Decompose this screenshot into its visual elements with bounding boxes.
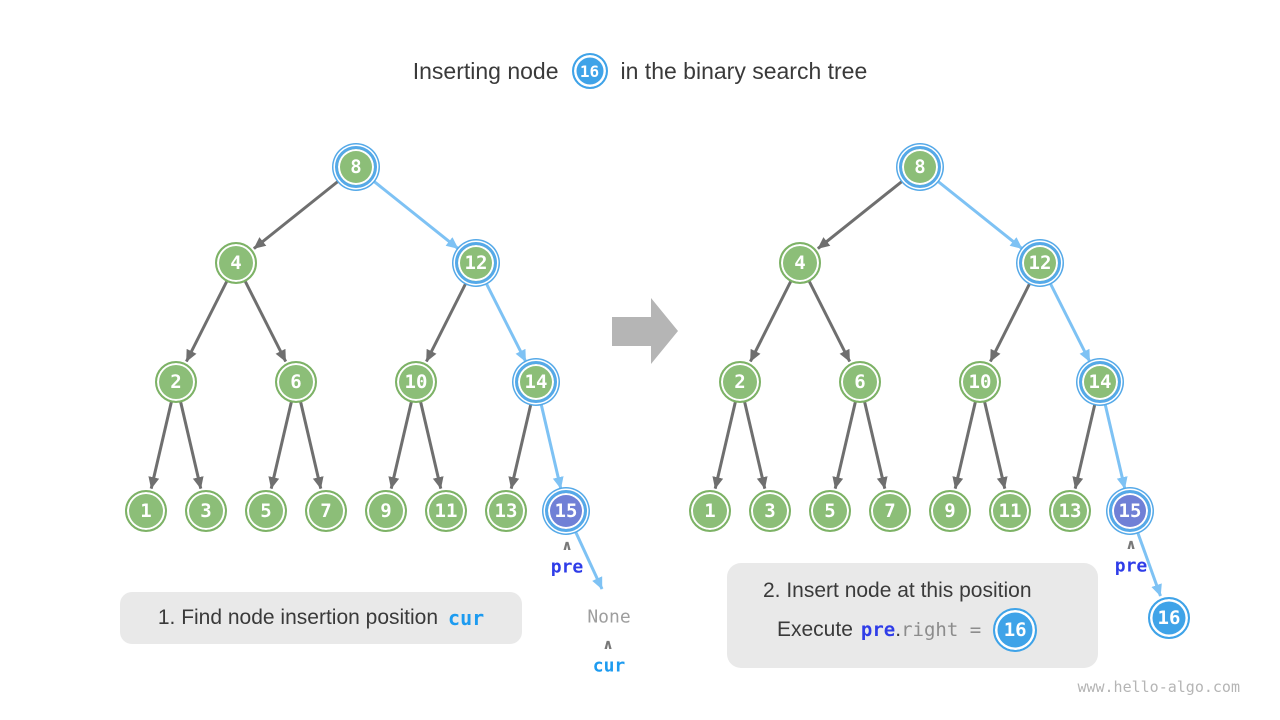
node-value: 16 — [1157, 607, 1181, 629]
caption-1-keyword-cur: cur — [448, 606, 485, 630]
right-node-12: 12 — [1019, 242, 1061, 284]
title-suffix: in the binary search tree — [620, 57, 868, 84]
left-node-7: 7 — [305, 490, 347, 532]
node-value: 6 — [290, 371, 302, 393]
node-value: 8 — [350, 156, 362, 178]
caption-step-1: 1. Find node insertion position cur — [120, 592, 522, 644]
right-node-10: 10 — [959, 361, 1001, 403]
left-node-10: 10 — [395, 361, 437, 403]
left-node-13: 13 — [485, 490, 527, 532]
pre-label-left: pre — [550, 556, 584, 578]
none-label: None — [587, 606, 631, 628]
node-value: 13 — [494, 500, 518, 522]
left-node-15-pre: 15 — [545, 490, 587, 532]
caption-2-dot: . — [895, 618, 902, 641]
node-value: 14 — [1088, 371, 1112, 393]
node-value: 7 — [884, 500, 896, 522]
right-node-2: 2 — [719, 361, 761, 403]
pre-label-right: pre — [1114, 555, 1148, 577]
left-node-6: 6 — [275, 361, 317, 403]
left-node-3: 3 — [185, 490, 227, 532]
caption-2-line2: Execute pre . right = 16 — [777, 608, 1098, 652]
title-node-16: 16 — [571, 53, 608, 89]
page-title: Inserting node 16 in the binary search t… — [0, 49, 1280, 93]
transition-arrow — [612, 298, 678, 364]
caption-2-keyword-pre: pre — [860, 619, 896, 641]
left-node-11: 11 — [425, 490, 467, 532]
caret-up-icon: ∧ — [602, 637, 614, 653]
left-node-2: 2 — [155, 361, 197, 403]
node-value: 15 — [1118, 500, 1142, 522]
edge-8-12-blue — [355, 165, 459, 250]
right-node-15-pre: 15 — [1109, 490, 1151, 532]
node-value: 12 — [464, 252, 488, 274]
node-value: 3 — [200, 500, 212, 522]
left-node-14: 14 — [515, 361, 557, 403]
node-value: 2 — [734, 371, 746, 393]
right-node-6: 6 — [839, 361, 881, 403]
node-value: 11 — [998, 500, 1022, 522]
node-value: 9 — [944, 500, 956, 522]
node-value: 12 — [1028, 252, 1052, 274]
cur-label: cur — [592, 655, 626, 677]
edge-8-12-blue-right — [919, 165, 1023, 250]
node-value: 10 — [968, 371, 992, 393]
node-value: 1 — [704, 500, 716, 522]
right-node-9: 9 — [929, 490, 971, 532]
node-value: 15 — [554, 500, 578, 522]
right-node-8: 8 — [899, 146, 941, 188]
caption-2-code: right = — [901, 619, 982, 641]
node-value: 9 — [380, 500, 392, 522]
right-node-14: 14 — [1079, 361, 1121, 403]
node-value: 10 — [404, 371, 428, 393]
node-value: 5 — [824, 500, 836, 522]
right-node-1: 1 — [689, 490, 731, 532]
node-value: 4 — [230, 252, 242, 274]
caption-2-line1: 2. Insert node at this position — [763, 579, 1032, 602]
edge-8-4-right — [816, 165, 921, 250]
node-value: 3 — [764, 500, 776, 522]
node-value: 5 — [260, 500, 272, 522]
gray-edges — [148, 165, 1102, 490]
caption-step-2: 2. Insert node at this position Execute … — [727, 563, 1098, 668]
caption-1-text: 1. Find node insertion position — [157, 606, 439, 629]
node-value: 16 — [1003, 619, 1027, 641]
title-node-16-value: 16 — [579, 61, 600, 81]
right-node-5: 5 — [809, 490, 851, 532]
right-node-13: 13 — [1049, 490, 1091, 532]
website-watermark: www.hello-algo.com — [1077, 678, 1240, 696]
right-node-4: 4 — [779, 242, 821, 284]
right-node-3: 3 — [749, 490, 791, 532]
node-value: 4 — [794, 252, 806, 274]
node-value: 1 — [140, 500, 152, 522]
right-node-16-inserted: 16 — [1148, 597, 1190, 639]
left-node-1: 1 — [125, 490, 167, 532]
left-node-12: 12 — [455, 242, 497, 284]
left-node-4: 4 — [215, 242, 257, 284]
caret-up-icon: ∧ — [561, 538, 573, 554]
edge-8-4 — [252, 165, 357, 250]
node-value: 7 — [320, 500, 332, 522]
node-value: 11 — [434, 500, 458, 522]
node-value: 13 — [1058, 500, 1082, 522]
left-node-9: 9 — [365, 490, 407, 532]
caption-2-execute: Execute — [777, 618, 853, 641]
caption-2-node-16: 16 — [993, 608, 1038, 652]
node-value: 2 — [170, 371, 182, 393]
right-node-7: 7 — [869, 490, 911, 532]
node-value: 6 — [854, 371, 866, 393]
left-node-8: 8 — [335, 146, 377, 188]
left-node-5: 5 — [245, 490, 287, 532]
title-prefix: Inserting node — [412, 57, 559, 84]
node-value: 8 — [914, 156, 926, 178]
right-node-11: 11 — [989, 490, 1031, 532]
node-value: 14 — [524, 371, 548, 393]
caret-up-icon: ∧ — [1125, 537, 1137, 553]
